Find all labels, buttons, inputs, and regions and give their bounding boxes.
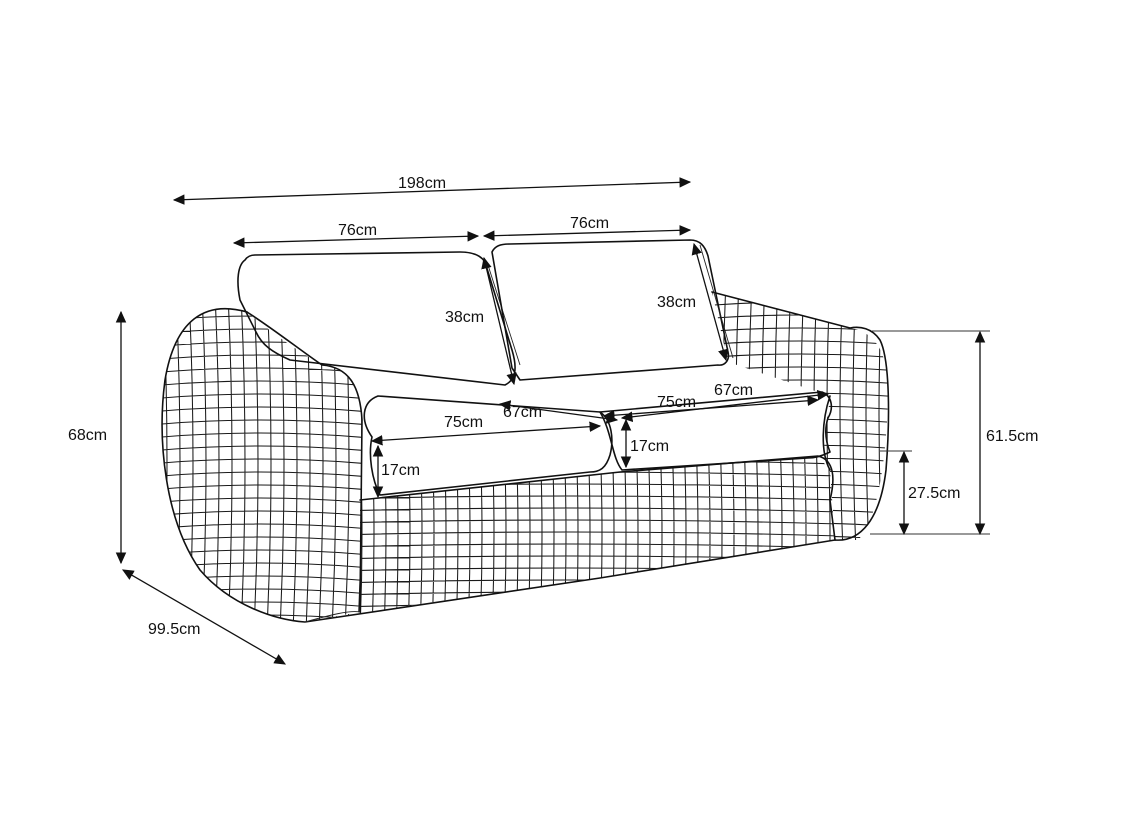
seat-cushion-right-thickness-label: 17cm [630, 438, 669, 455]
seat-cushion-left-width-label: 75cm [444, 414, 483, 431]
overall-height-label: 68cm [68, 427, 107, 444]
left-arm-wicker [162, 308, 362, 622]
dimension-lines [115, 177, 990, 665]
dimension-labels: 198cm 76cm 76cm 38cm 38cm 67cm 67cm 75cm… [68, 175, 1038, 638]
seat-cushion-left [363, 395, 613, 496]
back-cushion-right-height-label: 38cm [657, 294, 696, 311]
back-cushion-left-height-label: 38cm [445, 309, 484, 326]
seat-cushion-right-width-label: 75cm [657, 394, 696, 411]
seat-cushion-left-thickness-label: 17cm [381, 462, 420, 479]
back-cushion-left-width-label: 76cm [338, 222, 377, 239]
arm-height-label: 61.5cm [986, 428, 1038, 445]
back-cushion-right-width-label: 76cm [570, 215, 609, 232]
seat-base-height-label: 27.5cm [908, 485, 960, 502]
overall-width-label: 198cm [398, 175, 446, 192]
seat-cushion-right [599, 391, 833, 471]
seat-depth-right-label: 67cm [714, 382, 753, 399]
overall-depth-label: 99.5cm [148, 621, 200, 638]
seat-depth-left-label: 67cm [503, 404, 542, 421]
back-cushion-right [491, 239, 734, 381]
